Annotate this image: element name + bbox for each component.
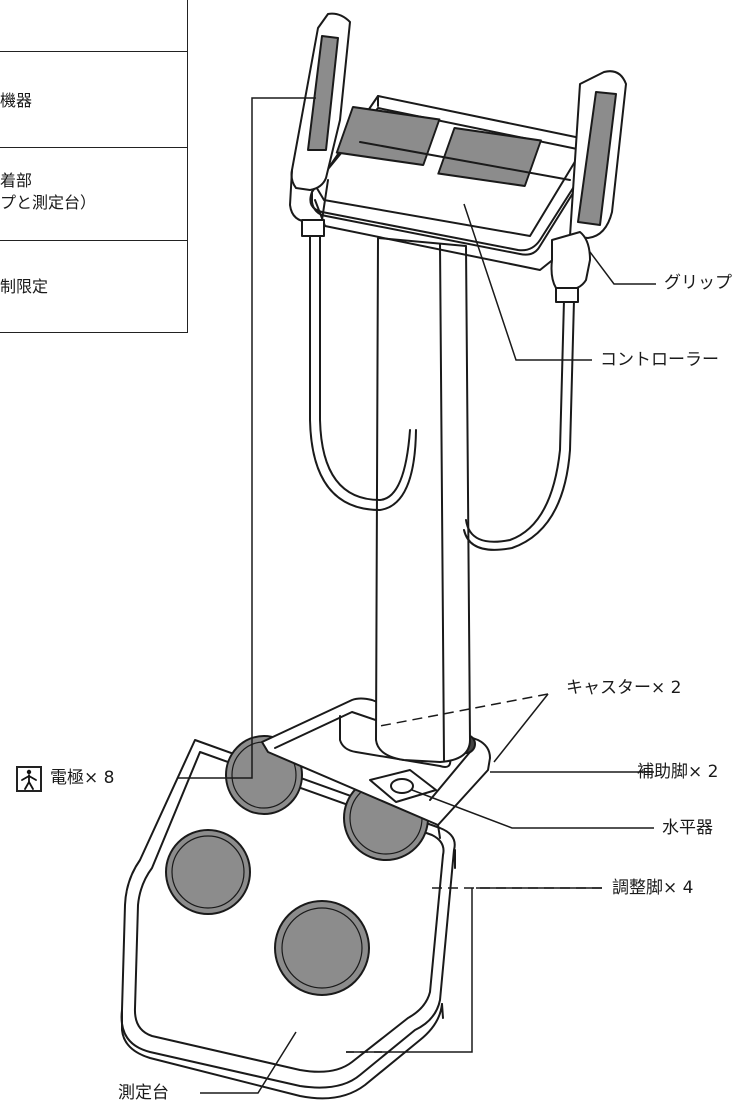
bubble-level xyxy=(390,778,414,794)
label-adjust-leg: 調整脚× 4 xyxy=(612,878,694,898)
caster-leader-1 xyxy=(379,693,549,727)
legend-row-3: 制限定 xyxy=(0,241,188,333)
label-controller: コントローラー xyxy=(600,350,719,370)
label-grip: グリップ xyxy=(664,273,732,293)
legend-row-1: 機器 xyxy=(0,52,188,148)
display-left xyxy=(335,105,441,167)
legend-text-2b: プと測定台） xyxy=(0,193,97,212)
label-level: 水平器 xyxy=(662,818,713,838)
label-electrode: 電極× 8 xyxy=(50,768,115,788)
legend-row-2: 着部 プと測定台） xyxy=(0,148,188,241)
column xyxy=(375,237,471,763)
body-floating-applied-part-icon xyxy=(16,766,42,792)
platform-leader xyxy=(200,1031,297,1094)
electrode-front-left xyxy=(165,829,251,915)
controller-leader xyxy=(463,203,592,361)
legend-text-3: 制限定 xyxy=(0,277,49,296)
label-caster: キャスター× 2 xyxy=(566,678,682,698)
legend-row-0 xyxy=(0,0,188,52)
label-platform: 測定台 xyxy=(118,1083,169,1103)
legend-text-2a: 着部 xyxy=(0,171,33,190)
level-leader xyxy=(411,789,654,829)
electrode-front-right xyxy=(274,900,370,996)
label-support-leg: 補助脚× 2 xyxy=(637,762,719,782)
caster-leader-2 xyxy=(493,693,549,763)
grip-cables xyxy=(309,231,575,551)
grip-right xyxy=(550,70,627,303)
legend-text-1: 機器 xyxy=(0,91,33,110)
electrode-leader xyxy=(178,97,316,779)
display-right xyxy=(437,126,542,188)
controller xyxy=(309,95,598,271)
grip-left xyxy=(289,12,351,237)
grip-leader xyxy=(589,251,656,285)
leader-lines xyxy=(178,97,656,1094)
